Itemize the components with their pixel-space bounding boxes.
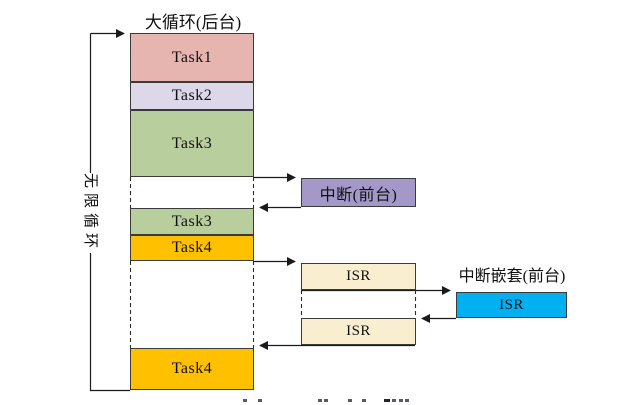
task3-resume-box: Task3 — [130, 208, 254, 235]
task1-box: Task1 — [130, 33, 254, 82]
task4-resume-box: Task4 — [130, 348, 254, 390]
task2-box: Task2 — [130, 82, 254, 110]
infinite-loop-label: 无限循环 — [80, 173, 100, 254]
nested-interrupt-title: 中断嵌套(前台) — [458, 268, 566, 285]
nested-isr-box: ISR — [456, 292, 567, 318]
isr1-box: ISR — [301, 263, 416, 290]
interrupt-foreground-box: 中断(前台) — [301, 178, 416, 207]
isr2-box: ISR — [301, 318, 416, 345]
task3-box: Task3 — [130, 110, 254, 177]
clipped-caption-fragment — [0, 398, 641, 405]
background-loop-title: 大循环(后台) — [144, 13, 242, 32]
task4-box: Task4 — [130, 235, 254, 261]
